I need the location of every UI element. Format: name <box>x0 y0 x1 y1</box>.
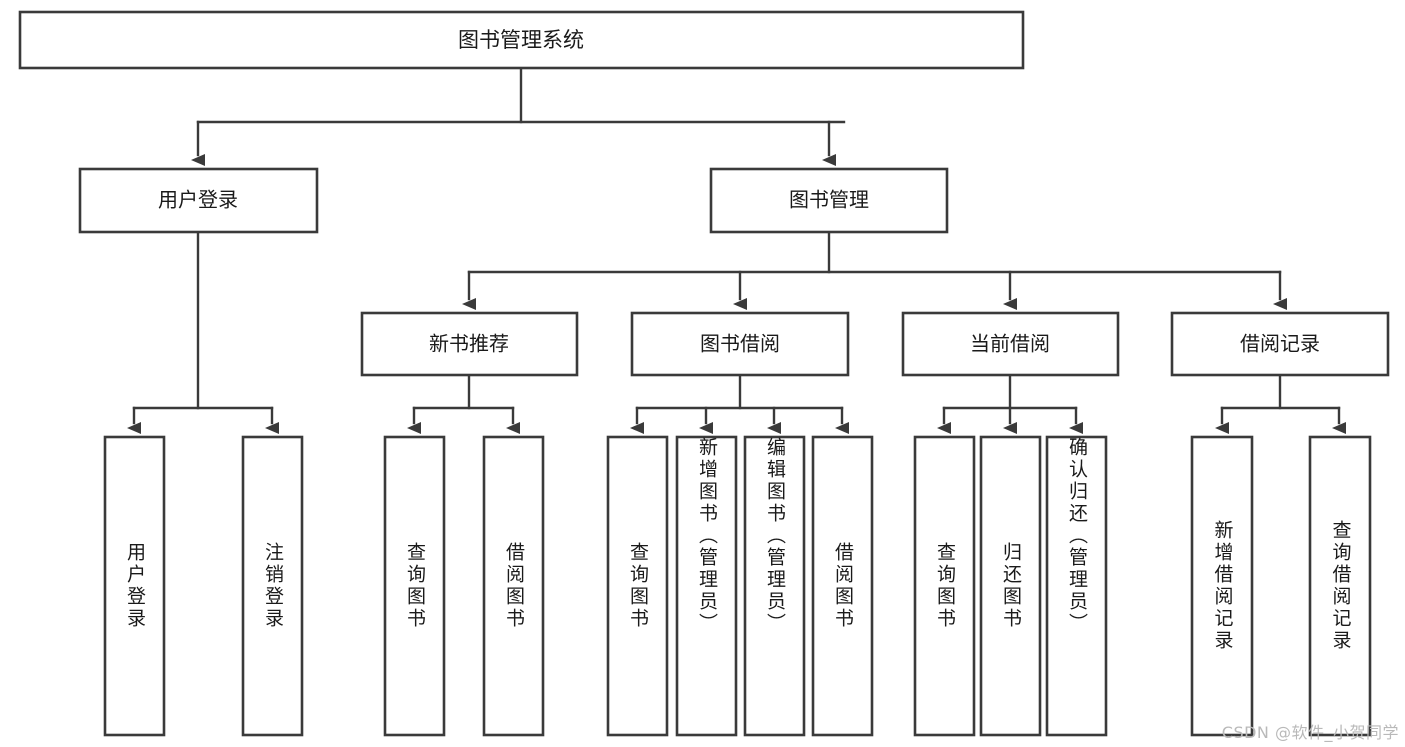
connector-bookborrow-to-leaves <box>630 373 849 434</box>
connector-root-to-level2 <box>191 66 846 166</box>
node-book-manage[interactable]: 图书管理 <box>709 167 949 234</box>
node-new-book-recommend[interactable]: 新书推荐 <box>360 311 579 377</box>
connector-bookmanage-to-level3 <box>462 230 1287 310</box>
node-book-borrow-label: 图书借阅 <box>700 332 780 356</box>
leaf-box-confirm-return[interactable] <box>1045 435 1108 737</box>
csdn-watermark: CSDN @软件_小贺同学 <box>1221 723 1399 742</box>
node-user-login-label: 用户登录 <box>158 188 238 212</box>
node-current-borrow-label: 当前借阅 <box>970 332 1050 356</box>
node-book-borrow[interactable]: 图书借阅 <box>630 311 850 377</box>
connector-newbook-to-leaves <box>407 373 520 434</box>
node-borrow-record[interactable]: 借阅记录 <box>1170 311 1390 377</box>
leaf-box-add-record[interactable] <box>1190 435 1254 737</box>
leaf-box-query-book-2[interactable] <box>606 435 669 737</box>
connector-userlogin-to-leaves <box>127 230 279 434</box>
leaf-box-query-book-1[interactable] <box>383 435 446 737</box>
leaf-box-borrow-book-2[interactable] <box>811 435 874 737</box>
leaf-box-borrow-book-1[interactable] <box>482 435 545 737</box>
node-root[interactable]: 图书管理系统 <box>18 10 1025 70</box>
leaf-box-query-record[interactable] <box>1308 435 1372 737</box>
node-new-book-recommend-label: 新书推荐 <box>429 332 509 356</box>
node-root-label: 图书管理系统 <box>458 28 584 52</box>
connector-currentborrow-to-leaves <box>937 373 1083 434</box>
node-book-manage-label: 图书管理 <box>789 188 869 212</box>
node-current-borrow[interactable]: 当前借阅 <box>901 311 1120 377</box>
leaf-box-query-book-3[interactable] <box>913 435 976 737</box>
node-user-login[interactable]: 用户登录 <box>78 167 319 234</box>
leaf-box-logout-login[interactable] <box>241 435 304 737</box>
leaf-box-edit-book[interactable] <box>743 435 806 737</box>
leaf-box-return-book[interactable] <box>979 435 1042 737</box>
leaf-box-add-book[interactable] <box>675 435 738 737</box>
node-borrow-record-label: 借阅记录 <box>1240 332 1320 356</box>
connector-borrowrecord-to-leaves <box>1215 373 1346 434</box>
leaf-box-user-login[interactable] <box>103 435 166 737</box>
